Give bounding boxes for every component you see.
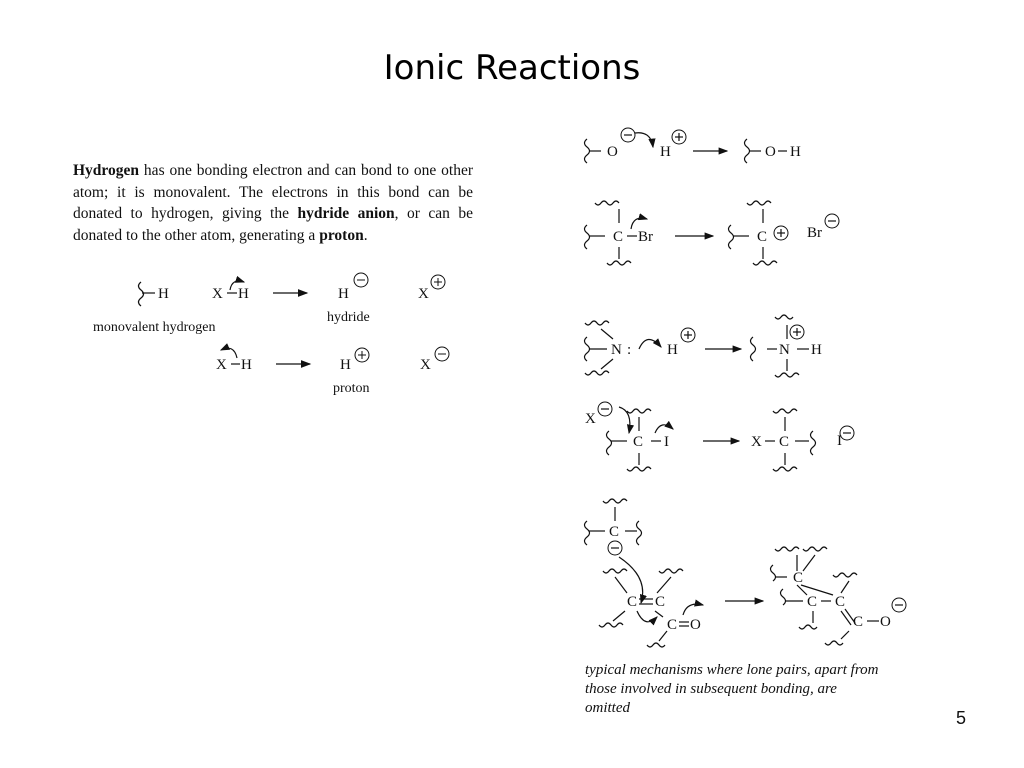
atom-br: Br	[807, 225, 822, 241]
atom-c: C	[757, 229, 767, 245]
atom-i: I	[664, 434, 669, 450]
term-hydride-anion: hydride anion	[297, 205, 395, 222]
term-hydrogen: Hydrogen	[73, 162, 140, 179]
svg-text::: :	[627, 342, 631, 358]
atom-c: C	[667, 617, 677, 633]
slide-title: Ionic Reactions	[383, 48, 641, 88]
atom-n: N	[611, 342, 622, 358]
atom-c: C	[613, 229, 623, 245]
left-scheme: H X H H X monovalent hydrogen hydride X …	[93, 272, 450, 396]
atom-x: X	[418, 286, 429, 302]
atom-o: O	[690, 617, 701, 633]
atom-c: C	[793, 570, 803, 586]
atom-h: H	[338, 286, 349, 302]
body-paragraph: Hydrogen has one bonding electron and ca…	[73, 160, 473, 246]
atom-h: H	[158, 286, 169, 302]
right-scheme: O H O H C Br C Br N : H N H X C I X C I …	[583, 127, 907, 648]
atom-c: C	[609, 524, 619, 540]
label-hydride: hydride	[327, 310, 370, 325]
paragraph-text-3: .	[363, 226, 368, 244]
atom-c: C	[627, 594, 637, 610]
curved-arrow	[229, 275, 246, 291]
paragraph-text-1: has one bonding electron and can bond to…	[73, 162, 473, 222]
atom-x: X	[420, 357, 431, 373]
atom-o: O	[880, 614, 891, 630]
atom-br: Br	[638, 229, 653, 245]
page-number: 5	[955, 708, 966, 728]
label-proton: proton	[333, 381, 370, 396]
atom-h: H	[238, 286, 249, 302]
atom-c: C	[807, 594, 817, 610]
atom-x: X	[585, 411, 596, 427]
atom-h: H	[811, 342, 822, 358]
atom-x: X	[751, 434, 762, 450]
atom-o: O	[765, 144, 776, 160]
label-monovalent-hydrogen: monovalent hydrogen	[93, 320, 215, 335]
atom-n: N	[779, 342, 790, 358]
atom-h: H	[660, 144, 671, 160]
atom-c: C	[633, 434, 643, 450]
atom-o: O	[607, 144, 618, 160]
term-proton: proton	[319, 226, 364, 244]
curved-arrow	[219, 343, 238, 359]
scheme-caption: typical mechanisms where lone pairs, apa…	[585, 662, 879, 716]
atom-x: X	[212, 286, 223, 302]
atom-h: H	[790, 144, 801, 160]
atom-i: I	[837, 433, 842, 449]
atom-c: C	[853, 614, 863, 630]
atom-h: H	[667, 342, 678, 358]
atom-c: C	[655, 594, 665, 610]
atom-h: H	[340, 357, 351, 373]
squiggle-bond	[137, 281, 145, 307]
atom-c: C	[779, 434, 789, 450]
atom-x: X	[216, 357, 227, 373]
atom-h: H	[241, 357, 252, 373]
paragraph-text-2: , or can be donated to the other atom, g…	[73, 205, 473, 244]
atom-c: C	[835, 594, 845, 610]
